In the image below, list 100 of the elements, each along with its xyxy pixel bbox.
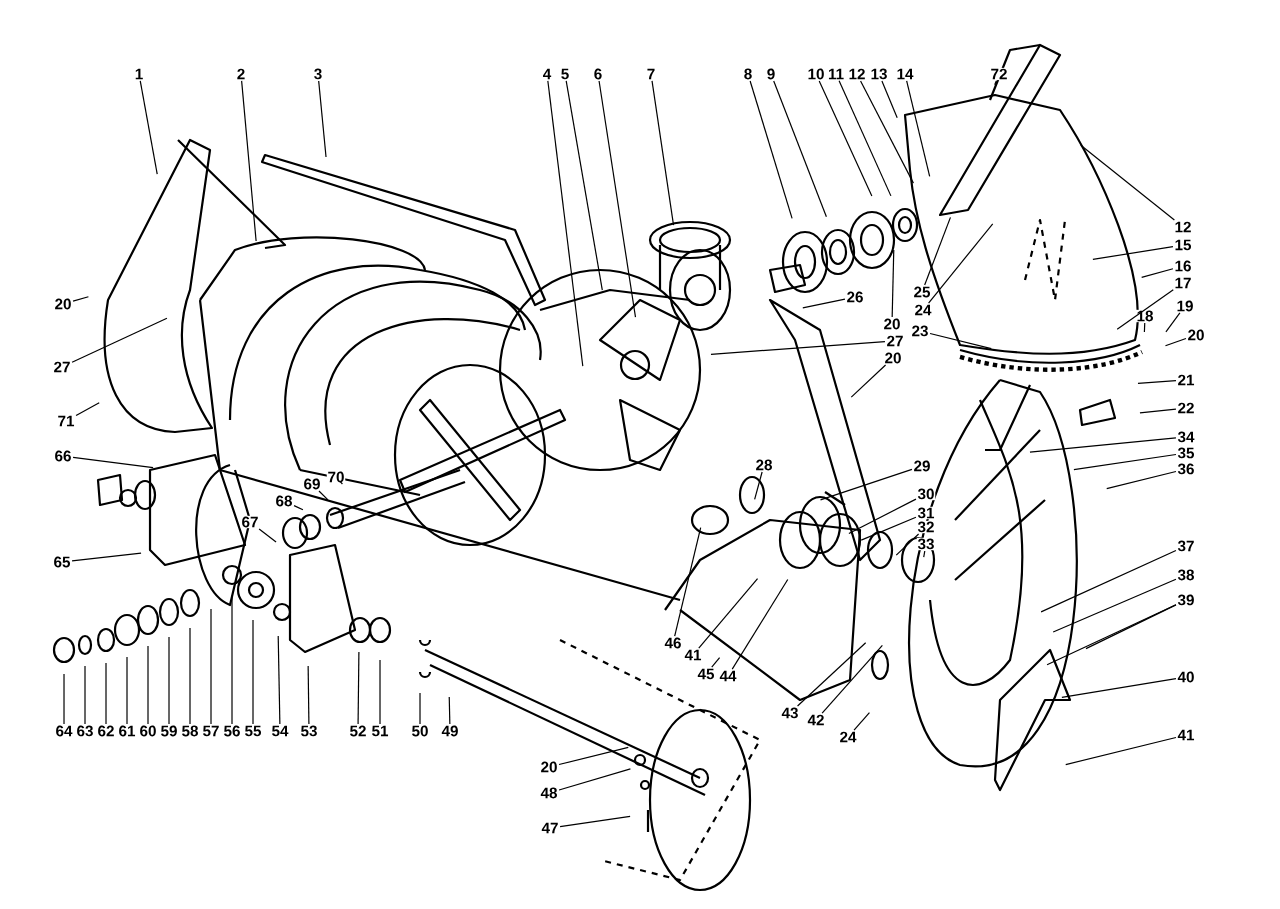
leader-line: [565, 80, 603, 291]
callout-number: 52: [348, 724, 368, 738]
leader-line: [818, 80, 873, 197]
callout-number: 62: [96, 724, 116, 738]
callout-number: 47: [540, 821, 560, 835]
callout-number: 5: [560, 67, 571, 81]
leader-line: [63, 673, 65, 725]
callout-number: 70: [326, 470, 346, 484]
leader-line: [598, 80, 637, 318]
callout-number: 2: [236, 67, 247, 81]
leader-line: [749, 80, 793, 220]
leader-line: [731, 578, 789, 670]
callout-number: 20: [1186, 328, 1206, 342]
leader-line: [853, 711, 870, 731]
callout-number: 63: [75, 724, 95, 738]
callout-number: 28: [754, 458, 774, 472]
leader-line: [189, 627, 191, 725]
leader-line: [773, 80, 827, 218]
leader-line: [923, 550, 926, 558]
callout-number: 64: [54, 724, 74, 738]
leader-line: [1106, 470, 1177, 490]
callout-number: 20: [882, 317, 902, 331]
leader-line: [318, 490, 329, 501]
callout-number: 12: [1173, 220, 1193, 234]
leader-line: [711, 657, 721, 668]
callout-number: 10: [806, 67, 826, 81]
callout-number: 14: [895, 67, 915, 80]
leader-line: [906, 80, 931, 177]
callout-number: 3: [313, 67, 324, 81]
leader-line: [860, 80, 914, 184]
callout-number: 17: [1173, 276, 1193, 289]
callout-number: 57: [201, 724, 221, 738]
callout-number: 65: [52, 555, 72, 569]
callout-number: 15: [1173, 238, 1193, 252]
callout-number: 45: [696, 667, 716, 681]
callout-number: 22: [1176, 401, 1196, 415]
leader-line: [71, 317, 168, 363]
leader-line: [231, 595, 233, 725]
callout-number: 55: [243, 724, 263, 738]
callout-number: 58: [180, 724, 200, 738]
leader-line: [147, 645, 149, 725]
callout-number: 43: [780, 706, 800, 720]
leader-line: [819, 468, 913, 501]
leader-line: [1165, 312, 1181, 333]
callout-number: 46: [663, 636, 683, 650]
callout-number: 9: [766, 67, 777, 81]
leader-line: [84, 665, 86, 725]
leader-line: [881, 80, 898, 119]
callout-number: 59: [159, 724, 179, 738]
callout-number: 50: [410, 724, 430, 738]
callout-number: 66: [53, 449, 73, 463]
leader-line: [1143, 322, 1146, 333]
leader-line: [357, 651, 360, 725]
leader-line: [558, 768, 631, 791]
leader-line: [928, 223, 994, 304]
callout-number: 41: [683, 648, 703, 661]
callout-number: 20: [539, 760, 559, 774]
callout-number: 44: [718, 669, 738, 682]
leader-line: [1040, 549, 1177, 613]
leader-line: [72, 296, 89, 302]
callout-number: 12: [847, 67, 867, 81]
leader-line: [318, 80, 327, 158]
leader-line: [139, 80, 158, 175]
leader-line: [126, 656, 128, 725]
leader-line: [850, 364, 887, 398]
leader-line: [924, 216, 952, 286]
callout-number: 42: [806, 713, 826, 727]
callout-number: 36: [1176, 462, 1196, 476]
leader-line: [293, 505, 304, 511]
leader-line: [1052, 578, 1177, 633]
leader-line: [547, 80, 584, 367]
leader-line: [252, 619, 254, 725]
leader-line: [754, 471, 763, 500]
callout-number: 35: [1176, 446, 1196, 460]
leader-line: [559, 815, 631, 828]
callout-number: 11: [827, 67, 845, 80]
leader-line: [210, 608, 212, 725]
leader-line: [821, 644, 883, 714]
leader-line: [1092, 246, 1174, 261]
leader-line: [1046, 604, 1177, 666]
callout-number: 20: [883, 351, 903, 365]
callout-number: 40: [1176, 670, 1196, 684]
callout-number: 7: [646, 67, 657, 80]
callout-number: 33: [916, 537, 936, 551]
callout-number: 41: [1176, 728, 1196, 741]
callout-number: 68: [274, 494, 294, 508]
leader-line: [710, 341, 886, 355]
callout-number: 19: [1175, 299, 1195, 313]
callout-number: 27: [885, 334, 905, 348]
leader-line: [75, 402, 100, 417]
leader-line: [307, 665, 310, 725]
leader-line: [796, 642, 867, 707]
callout-number: 72: [989, 67, 1009, 81]
leader-line: [802, 298, 846, 309]
callout-number: 61: [117, 724, 137, 738]
callout-number: 23: [910, 324, 930, 338]
leader-line: [1141, 268, 1174, 278]
leader-line: [1029, 437, 1177, 453]
callout-number: 39: [1176, 593, 1196, 607]
leader-line: [674, 527, 702, 637]
